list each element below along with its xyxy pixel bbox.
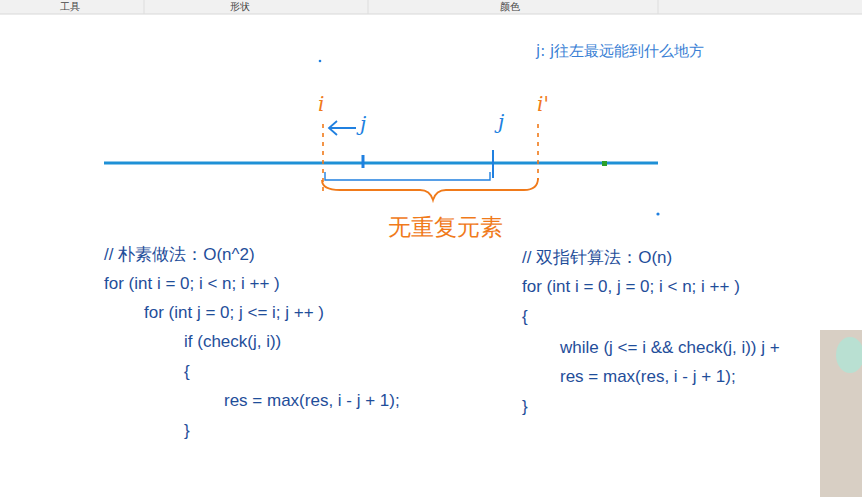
code-line: } — [184, 421, 190, 441]
j-bracket — [325, 172, 490, 180]
handwritten-label: i — [318, 92, 324, 116]
number-line — [104, 162, 658, 165]
code-line: { — [522, 307, 528, 327]
toolbar-divider — [144, 0, 145, 14]
toolbar-divider — [658, 0, 659, 14]
code-line: for (int i = 0; i < n; i ++ ) — [104, 274, 280, 294]
code-line: res = max(res, i - j + 1); — [560, 367, 736, 387]
j-tick — [362, 155, 365, 168]
note-text: j: j往左最远能到什么地方 — [536, 42, 704, 60]
toolbar-border — [0, 14, 862, 15]
i-prime-marker — [537, 124, 539, 180]
toolbar-divider — [368, 0, 369, 14]
code-line: for (int i = 0, j = 0; i < n; i ++ ) — [522, 277, 740, 297]
stray-dot — [319, 60, 322, 63]
handwritten-label: j — [498, 110, 504, 134]
toolbar-label: 形状 — [230, 1, 250, 13]
code-line: for (int j = 0; j <= i; j ++ ) — [144, 303, 324, 323]
handwritten-label: i' — [537, 92, 549, 116]
code-line: } — [522, 397, 528, 417]
green-dot — [602, 161, 607, 166]
code-comment: // 朴素做法：O(n^2) — [104, 245, 255, 265]
code-comment: // 双指针算法：O(n) — [522, 248, 672, 268]
code-line: { — [184, 362, 190, 382]
toolbar-label: 颜色 — [500, 1, 520, 13]
webcam-figure — [836, 337, 862, 373]
left-arrow — [329, 121, 356, 135]
code-line: while (j <= i && check(j, i)) j + — [560, 338, 780, 358]
code-line: res = max(res, i - j + 1); — [224, 391, 400, 411]
toolbar — [0, 0, 862, 14]
range-brace — [322, 178, 538, 200]
toolbar-label: 工具 — [60, 1, 80, 13]
j-tick — [492, 150, 494, 178]
stray-dot — [656, 212, 659, 215]
code-line: if (check(j, i)) — [184, 332, 281, 352]
handwritten-label: j — [360, 112, 366, 136]
handwritten-note: 无重复元素 — [388, 214, 503, 242]
